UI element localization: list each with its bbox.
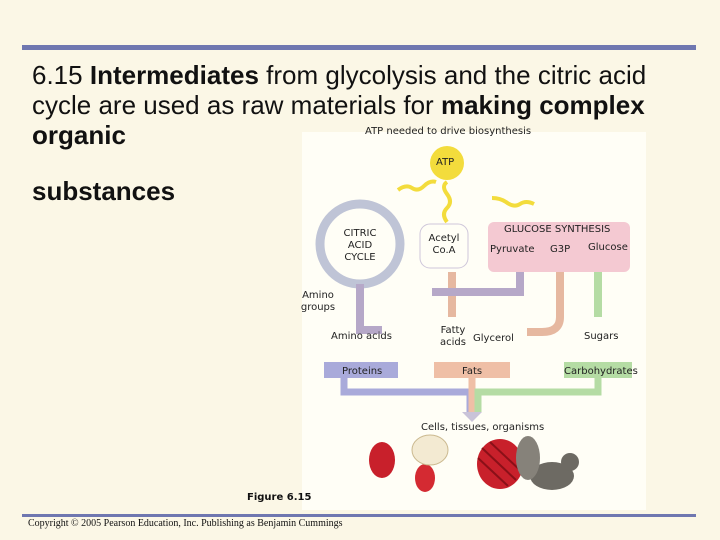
citric-line-1: CITRIC <box>343 228 377 239</box>
bottom-rule <box>22 514 696 517</box>
slide-title: 6.15 Intermediates from glycolysis and t… <box>32 60 672 150</box>
squirrel-body <box>530 462 574 490</box>
glycerol-label: Glycerol <box>473 333 514 344</box>
glucose-label: Glucose <box>588 242 628 253</box>
citric-line-3: CYCLE <box>344 252 376 263</box>
glucose-synthesis-band <box>488 222 630 272</box>
acetyl-line-2: Co.A <box>432 245 456 256</box>
squirrel-head <box>561 453 579 471</box>
cells-arrowhead <box>462 412 482 422</box>
figure-caption: Figure 6.15 <box>247 492 312 503</box>
citric-cycle-label: CITRIC ACID CYCLE <box>338 228 382 264</box>
atp-header: ATP needed to drive biosynthesis <box>365 126 532 137</box>
pathway-diagram <box>315 146 632 492</box>
proteins-to-cells <box>340 378 474 412</box>
acetyl-coa-box <box>419 223 469 269</box>
glucose-synthesis-label: GLUCOSE SYNTHESIS <box>504 224 611 235</box>
title-bold-making: making complex organic <box>32 90 645 150</box>
top-rule <box>22 45 696 50</box>
carbs-to-cells <box>474 378 602 412</box>
fat-cell-cluster <box>411 434 449 466</box>
energy-arrow-right <box>491 196 535 208</box>
cells-label: Cells, tissues, organisms <box>421 422 545 433</box>
amino-acids-label: Amino acids <box>331 331 392 342</box>
sugars-label: Sugars <box>584 331 619 342</box>
energy-arrow-left <box>396 179 437 192</box>
atp-label: ATP <box>436 157 455 168</box>
copyright-notice: Copyright © 2005 Pearson Education, Inc.… <box>28 518 343 529</box>
squirrel-tail <box>516 436 540 480</box>
carbohydrates-label: Carbohydrates <box>564 366 638 377</box>
figure-panel: ATP needed to drive biosynthesis ATP CIT… <box>301 126 646 510</box>
acetyl-line-1: Acetyl <box>428 233 460 244</box>
red-blood-cell-2 <box>415 464 435 492</box>
fats-bar <box>434 362 510 378</box>
energy-arrow-mid <box>442 180 452 224</box>
atp-burst <box>430 146 464 180</box>
amino-groups-label: Amino groups <box>298 290 338 314</box>
red-blood-cell-1 <box>369 442 395 478</box>
title-text: from glycolysis and the citric acid cycl… <box>32 60 647 120</box>
fatty-line-2: acids <box>440 337 466 348</box>
proteins-bar <box>324 362 398 378</box>
proteins-label: Proteins <box>342 366 383 377</box>
citric-line-2: ACID <box>347 240 373 251</box>
title-bold-intermediates: Intermediates <box>89 60 259 90</box>
amino-groups-line-2: groups <box>300 302 336 313</box>
muscle-striations <box>477 441 523 487</box>
title-number: 6.15 <box>32 60 83 90</box>
fats-label: Fats <box>462 366 483 377</box>
fatty-line-1: Fatty <box>440 325 466 336</box>
g3p-label: G3P <box>550 244 571 255</box>
carbohydrates-bar <box>564 362 632 378</box>
path-pyruvate-down <box>432 272 524 296</box>
pyruvate-label: Pyruvate <box>490 244 535 255</box>
amino-groups-line-1: Amino <box>302 290 334 301</box>
path-citric-to-amino <box>356 284 382 334</box>
path-g3p-to-glycerol <box>527 272 564 336</box>
acetyl-coa-label: Acetyl Co.A <box>422 233 466 257</box>
citric-cycle-center <box>325 209 395 279</box>
fatty-acids-label: Fatty acids <box>436 325 470 349</box>
title-last-line: substances <box>32 176 176 206</box>
